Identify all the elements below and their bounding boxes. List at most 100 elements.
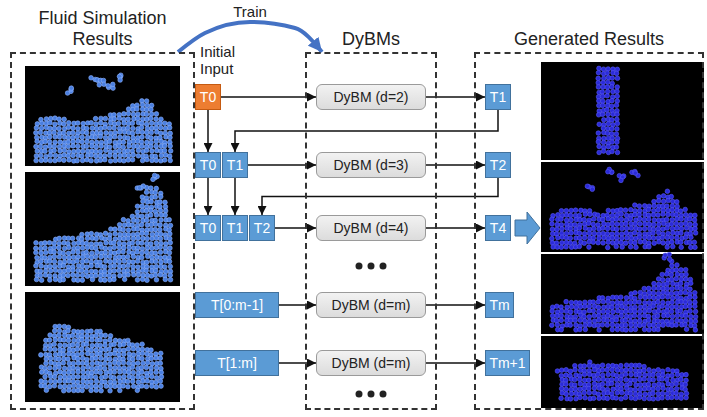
particle	[683, 221, 688, 226]
particle	[149, 112, 154, 117]
particle	[72, 338, 77, 343]
particle	[48, 356, 53, 361]
particle	[620, 236, 625, 241]
particle	[559, 313, 564, 318]
particle	[610, 236, 615, 241]
particle	[110, 82, 115, 87]
particle	[104, 131, 109, 136]
particle	[597, 396, 602, 401]
particle	[661, 386, 666, 391]
particle	[43, 158, 48, 163]
particle	[628, 382, 633, 387]
particle	[80, 264, 85, 269]
particle	[145, 374, 150, 379]
particle	[89, 144, 94, 149]
particle	[582, 372, 587, 377]
particle	[671, 378, 676, 383]
particle	[154, 366, 159, 371]
particle	[80, 149, 85, 154]
particle	[619, 295, 624, 300]
particle	[656, 372, 661, 377]
particle	[609, 132, 614, 137]
particle	[688, 245, 693, 250]
particle	[61, 388, 66, 393]
particle	[90, 361, 95, 366]
particle	[117, 144, 122, 149]
particle	[141, 236, 146, 241]
particle	[75, 334, 80, 339]
particle	[610, 140, 615, 145]
particle	[75, 259, 80, 264]
particle	[693, 231, 698, 236]
particle	[684, 327, 689, 332]
particle	[153, 259, 158, 264]
particle	[48, 333, 53, 338]
particle	[136, 236, 141, 241]
particle	[112, 259, 117, 264]
particle	[93, 135, 98, 140]
particle	[140, 102, 145, 107]
particle	[104, 384, 109, 389]
particle	[47, 259, 52, 264]
particle	[76, 369, 81, 374]
particle	[57, 329, 62, 334]
particle	[140, 204, 145, 209]
particle	[43, 384, 48, 389]
dot	[356, 391, 363, 398]
particle	[141, 199, 146, 204]
particle	[80, 273, 85, 278]
particle	[606, 216, 611, 221]
particle	[559, 386, 564, 391]
particle	[637, 319, 642, 324]
particle	[619, 382, 624, 387]
particle	[577, 377, 582, 382]
particle	[89, 263, 94, 268]
particle	[688, 309, 693, 314]
particle	[628, 367, 633, 372]
particle	[665, 189, 670, 194]
particle	[90, 277, 95, 282]
particle	[139, 144, 144, 149]
particle	[98, 260, 103, 265]
particle	[121, 217, 126, 222]
particle	[601, 140, 606, 145]
flow-arrow	[207, 178, 209, 215]
particle	[90, 343, 95, 348]
particle	[642, 226, 647, 231]
particle	[628, 245, 633, 250]
particle	[154, 236, 159, 241]
particle	[131, 112, 136, 117]
particle	[48, 116, 53, 121]
particle	[127, 352, 132, 357]
particle	[94, 149, 99, 154]
particle	[162, 158, 167, 163]
particle	[136, 380, 141, 385]
particle	[116, 361, 121, 366]
particle	[153, 227, 158, 232]
particle	[137, 186, 142, 191]
particle	[102, 273, 107, 278]
particle	[610, 305, 615, 310]
particle	[61, 352, 66, 357]
train-arrow	[178, 22, 322, 52]
particle	[126, 117, 131, 122]
particle	[564, 245, 569, 250]
particle	[600, 226, 605, 231]
particle	[140, 130, 145, 135]
dot	[368, 263, 375, 270]
particle	[651, 213, 656, 218]
particle	[150, 362, 155, 367]
particle	[107, 236, 112, 241]
particle	[154, 186, 159, 191]
particle	[80, 158, 85, 163]
particle	[669, 395, 674, 400]
particle	[89, 158, 94, 163]
particle	[43, 139, 48, 144]
particle	[614, 396, 619, 401]
particle	[107, 273, 112, 278]
particle	[605, 71, 610, 76]
particle	[568, 213, 573, 218]
particle	[688, 295, 693, 300]
particle	[140, 246, 145, 251]
particle	[103, 374, 108, 379]
